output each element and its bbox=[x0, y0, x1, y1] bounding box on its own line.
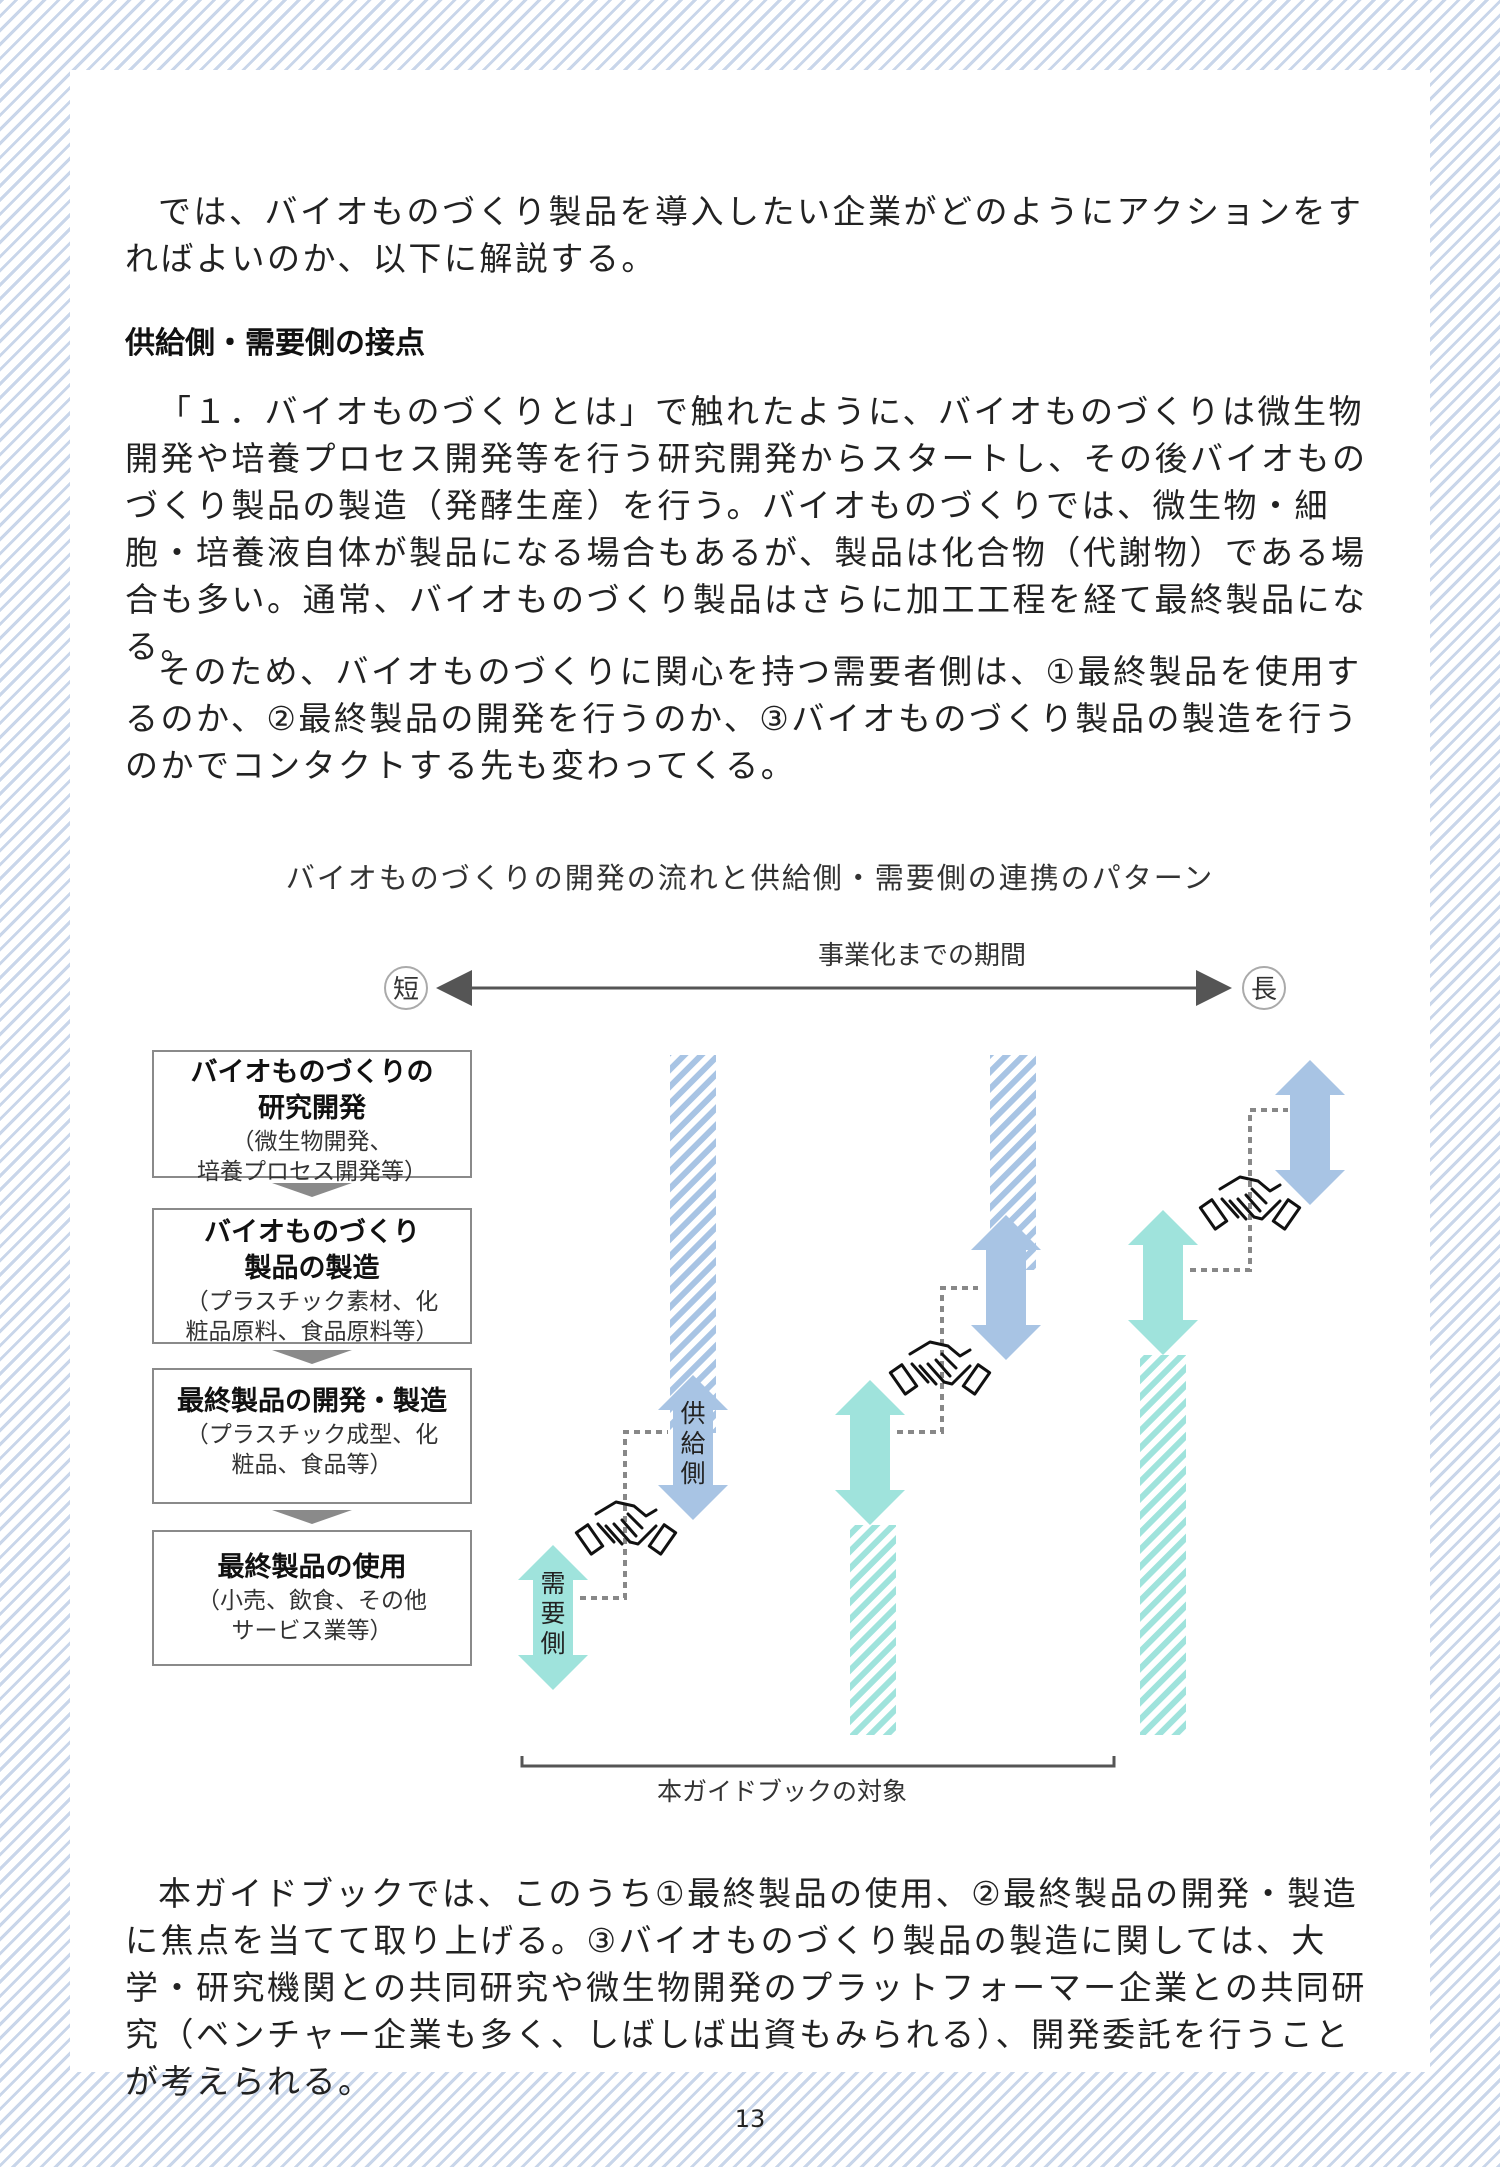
connector-line bbox=[897, 1286, 978, 1434]
supply-arrow-icon bbox=[1275, 1060, 1345, 1205]
stage-subtitle: （プラスチック成型、化 bbox=[185, 1422, 439, 1448]
paragraph-2: そのため、バイオものづくりに関心を持つ需要者側は、①最終製品を使用するのか、②最… bbox=[125, 652, 1362, 785]
stage-title: バイオものづくりの bbox=[190, 1057, 434, 1088]
supply-label: 供給側 bbox=[680, 1399, 705, 1488]
paragraph-1: 「１．バイオものづくりとは」で触れたように、バイオものづくりは微生物開発や培養プ… bbox=[125, 392, 1368, 666]
stage-subtitle: （小売、飲食、その他 bbox=[197, 1588, 427, 1614]
intro-paragraph: では、バイオものづくり製品を導入したい企業がどのようにアクションをすればよいのか… bbox=[125, 192, 1364, 278]
short-marker-icon bbox=[384, 966, 428, 1010]
page: では、バイオものづくり製品を導入したい企業がどのようにアクションをすればよいのか… bbox=[70, 70, 1430, 2101]
supply-arrow-icon bbox=[658, 1375, 728, 1520]
stage-subtitle: （微生物開発、 bbox=[231, 1129, 393, 1155]
demand-range-hatch bbox=[1140, 1355, 1186, 1735]
stage-box-research: バイオものづくりの 研究開発 （微生物開発、 培養プロセス開発等） bbox=[152, 1050, 472, 1185]
stage-title: 製品の製造 bbox=[244, 1253, 380, 1284]
vertical-label-text: 需要側 bbox=[540, 1569, 565, 1658]
pattern-3 bbox=[1128, 1060, 1345, 1735]
connector-line bbox=[580, 1430, 668, 1600]
short-label: 短 bbox=[393, 975, 419, 1005]
stage-box-final-use: 最終製品の使用 （小売、飲食、その他 サービス業等） bbox=[152, 1530, 472, 1666]
demand-arrow-icon bbox=[518, 1545, 588, 1690]
pattern-1: 供給側 需要側 bbox=[518, 1055, 728, 1690]
flow-arrow-icon bbox=[272, 1510, 352, 1524]
pattern-2 bbox=[835, 1055, 1041, 1735]
flow-arrow-icon bbox=[272, 1350, 352, 1364]
demand-arrow-icon bbox=[1128, 1210, 1198, 1355]
scope-bracket: 本ガイドブックの対象 bbox=[520, 1756, 1116, 1806]
stage-subtitle: 培養プロセス開発等） bbox=[197, 1159, 427, 1185]
stage-subtitle: 粧品、食品等） bbox=[231, 1452, 393, 1478]
stage-subtitle: （プラスチック素材、化 bbox=[185, 1289, 439, 1315]
supply-range-hatch bbox=[670, 1055, 716, 1433]
demand-arrow-icon bbox=[835, 1380, 905, 1525]
figure-title: バイオものづくりの開発の流れと供給側・需要側の連携のパターン bbox=[285, 861, 1215, 895]
stage-title: 最終製品の開発・製造 bbox=[177, 1386, 447, 1417]
period-label: 事業化までの期間 bbox=[818, 941, 1026, 971]
stage-subtitle: サービス業等） bbox=[231, 1618, 393, 1644]
demand-range-hatch bbox=[850, 1525, 896, 1735]
vertical-label-text: 供給側 bbox=[680, 1399, 705, 1488]
stage-title: 最終製品の使用 bbox=[217, 1552, 407, 1583]
stage-box-final-dev: 最終製品の開発・製造 （プラスチック成型、化 粧品、食品等） bbox=[152, 1368, 472, 1504]
timeline: 短 長 事業化までの期間 bbox=[384, 941, 1286, 1010]
page-number: 13 bbox=[734, 2105, 766, 2133]
section-heading: 供給側・需要側の接点 bbox=[125, 326, 425, 361]
flow-arrow-icon bbox=[272, 1183, 352, 1197]
collaboration-diagram: 短 長 事業化までの期間 供給側 需要側 bbox=[384, 941, 1345, 1806]
bracket-line bbox=[520, 1756, 1116, 1768]
stage-box-manufacture: バイオものづくり 製品の製造 （プラスチック素材、化 粧品原料、食品原料等） bbox=[152, 1208, 472, 1345]
demand-label: 需要側 bbox=[540, 1569, 565, 1658]
stage-title: バイオものづくり bbox=[204, 1217, 420, 1248]
long-marker-icon bbox=[1242, 966, 1286, 1010]
long-label: 長 bbox=[1251, 975, 1277, 1005]
paragraph-3: 本ガイドブックでは、このうち①最終製品の使用、②最終製品の開発・製造に焦点を当て… bbox=[125, 1874, 1367, 2101]
supply-arrow-icon bbox=[971, 1215, 1041, 1360]
stage-title: 研究開発 bbox=[258, 1093, 366, 1124]
stage-subtitle: 粧品原料、食品原料等） bbox=[185, 1319, 439, 1345]
scope-label: 本ガイドブックの対象 bbox=[657, 1777, 907, 1806]
